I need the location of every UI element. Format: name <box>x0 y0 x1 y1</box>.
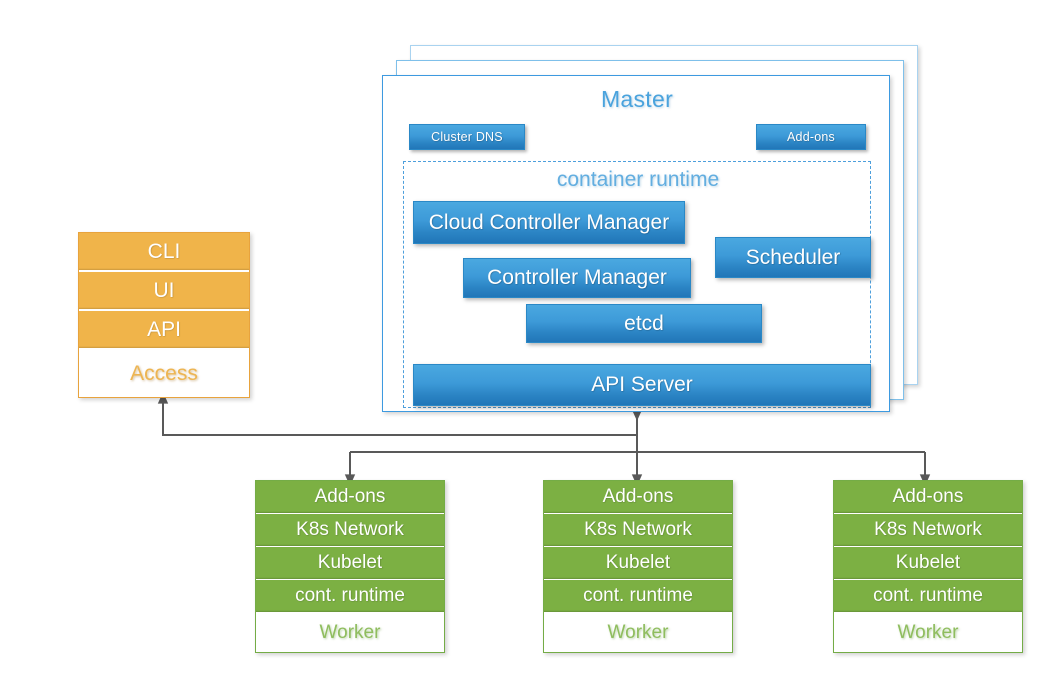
access-row-api-label: API <box>147 317 181 341</box>
worker-3-row-network-label: K8s Network <box>874 519 982 540</box>
worker-3-row-runtime-label: cont. runtime <box>873 585 983 606</box>
worker-node-1[interactable]: Add-ons K8s Network Kubelet cont. runtim… <box>255 480 445 653</box>
controller-manager-box[interactable]: Controller Manager <box>463 258 691 298</box>
container-runtime-region: container runtime <box>403 161 871 408</box>
access-row-cli[interactable]: CLI <box>79 233 249 272</box>
worker-1-row-addons-label: Add-ons <box>314 486 386 507</box>
worker-node-2[interactable]: Add-ons K8s Network Kubelet cont. runtim… <box>543 480 733 653</box>
cloud-controller-manager-box[interactable]: Cloud Controller Manager <box>413 201 685 244</box>
access-node[interactable]: CLI UI API Access <box>78 232 250 398</box>
worker-2-row-network-label: K8s Network <box>584 519 692 540</box>
master-add-ons-label: Add-ons <box>787 130 835 144</box>
scheduler-box[interactable]: Scheduler <box>715 237 871 278</box>
worker-3-row-network[interactable]: K8s Network <box>834 514 1022 547</box>
master-node[interactable]: Master Cluster DNS Add-ons container run… <box>382 75 890 412</box>
worker-1-title: Worker <box>256 613 444 652</box>
access-title: Access <box>79 350 249 397</box>
worker-3-row-addons[interactable]: Add-ons <box>834 481 1022 514</box>
worker-3-row-kubelet-label: Kubelet <box>895 552 961 573</box>
worker-3-row-runtime[interactable]: cont. runtime <box>834 580 1022 613</box>
worker-1-row-kubelet[interactable]: Kubelet <box>256 547 444 580</box>
worker-2-title: Worker <box>544 613 732 652</box>
etcd-label: etcd <box>624 311 664 335</box>
access-row-api[interactable]: API <box>79 311 249 350</box>
cluster-dns-label: Cluster DNS <box>431 130 503 144</box>
access-row-cli-label: CLI <box>147 239 181 263</box>
worker-1-row-kubelet-label: Kubelet <box>317 552 383 573</box>
worker-3-row-kubelet[interactable]: Kubelet <box>834 547 1022 580</box>
etcd-box[interactable]: etcd <box>526 304 762 343</box>
worker-3-title: Worker <box>834 613 1022 652</box>
worker-2-row-addons[interactable]: Add-ons <box>544 481 732 514</box>
worker-2-row-kubelet[interactable]: Kubelet <box>544 547 732 580</box>
worker-1-row-network-label: K8s Network <box>296 519 404 540</box>
worker-1-row-network[interactable]: K8s Network <box>256 514 444 547</box>
worker-1-row-runtime[interactable]: cont. runtime <box>256 580 444 613</box>
worker-2-row-runtime[interactable]: cont. runtime <box>544 580 732 613</box>
worker-2-row-runtime-label: cont. runtime <box>583 585 693 606</box>
access-row-ui-label: UI <box>153 278 175 302</box>
access-row-ui[interactable]: UI <box>79 272 249 311</box>
worker-3-row-addons-label: Add-ons <box>892 486 964 507</box>
cloud-controller-manager-label: Cloud Controller Manager <box>428 210 670 234</box>
master-title: Master <box>600 86 674 112</box>
api-server-box[interactable]: API Server <box>413 364 871 406</box>
worker-node-3[interactable]: Add-ons K8s Network Kubelet cont. runtim… <box>833 480 1023 653</box>
worker-2-row-kubelet-label: Kubelet <box>605 552 671 573</box>
worker-2-row-network[interactable]: K8s Network <box>544 514 732 547</box>
cluster-dns-box[interactable]: Cluster DNS <box>409 124 525 150</box>
container-runtime-title: container runtime <box>556 168 720 191</box>
api-server-label: API Server <box>591 373 693 396</box>
master-add-ons-box[interactable]: Add-ons <box>756 124 866 150</box>
worker-1-row-addons[interactable]: Add-ons <box>256 481 444 514</box>
controller-manager-label: Controller Manager <box>487 266 667 289</box>
scheduler-label: Scheduler <box>745 245 841 269</box>
worker-1-row-runtime-label: cont. runtime <box>295 585 405 606</box>
worker-2-row-addons-label: Add-ons <box>602 486 674 507</box>
